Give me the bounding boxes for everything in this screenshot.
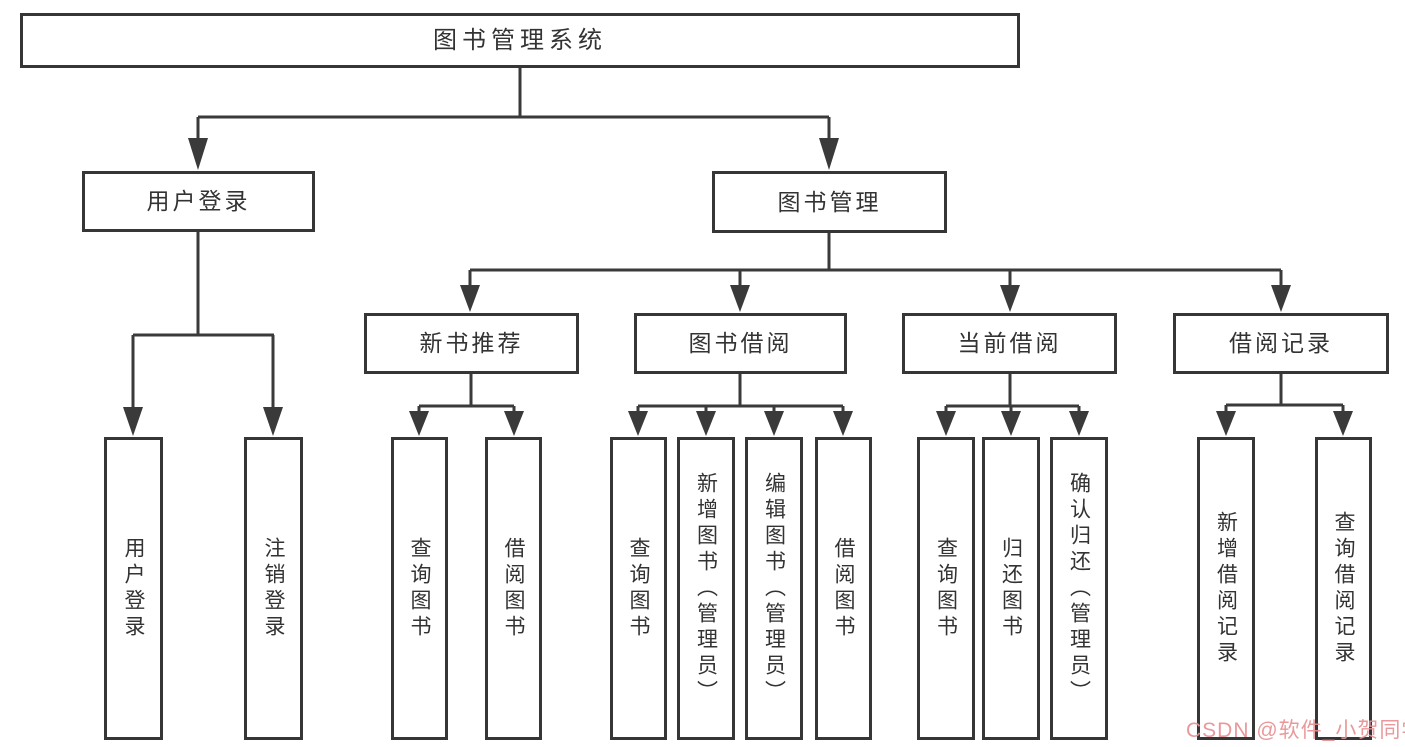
node-book-borrow-label: 图书借阅 [688, 330, 793, 356]
leaf-add-borrow-record: 新增借阅记录 [1197, 437, 1255, 740]
leaf-add-book-admin: 新增图书（管理员） [677, 437, 735, 740]
arrowhead-icon [833, 411, 853, 436]
node-root-label: 图书管理系统 [433, 26, 607, 54]
leaf-add-borrow-record-label: 新增借阅记录 [1214, 510, 1238, 667]
arrowhead-icon [1000, 285, 1020, 312]
arrowhead-icon [628, 411, 648, 436]
node-book-management: 图书管理 [712, 171, 947, 233]
node-book-borrow: 图书借阅 [634, 313, 847, 374]
leaf-edit-book-admin: 编辑图书（管理员） [745, 437, 803, 740]
leaf-query-book-3-label: 查询图书 [934, 536, 958, 641]
leaf-query-book-3: 查询图书 [917, 437, 975, 740]
arrowhead-icon [504, 411, 524, 436]
arrowhead-icon [263, 407, 283, 436]
leaf-borrow-book-1-label: 借阅图书 [502, 536, 525, 641]
arrowhead-icon [696, 411, 716, 436]
leaf-borrow-book-2-label: 借阅图书 [832, 536, 855, 641]
node-root: 图书管理系统 [20, 13, 1020, 68]
leaf-logout-label: 注销登录 [262, 536, 285, 641]
node-user-login-label: 用户登录 [146, 188, 251, 214]
arrowhead-icon [819, 138, 839, 170]
leaf-borrow-book-1: 借阅图书 [485, 437, 542, 740]
node-current-borrow: 当前借阅 [902, 313, 1117, 374]
arrowhead-icon [1216, 411, 1236, 436]
watermark-text: CSDN @软件_小贺同学 [1186, 719, 1405, 742]
leaf-edit-book-admin-label: 编辑图书（管理员） [762, 471, 786, 706]
leaf-return-book-label: 归还图书 [999, 536, 1023, 641]
arrowhead-icon [1001, 411, 1021, 436]
leaf-logout: 注销登录 [244, 437, 303, 740]
leaf-query-borrow-record-label: 查询借阅记录 [1332, 510, 1355, 667]
arrowhead-icon [1069, 411, 1089, 436]
node-book-management-label: 图书管理 [777, 188, 882, 215]
arrowhead-icon [730, 285, 750, 312]
leaf-user-login: 用户登录 [104, 437, 163, 740]
leaf-borrow-book-2: 借阅图书 [815, 437, 872, 740]
node-user-login: 用户登录 [82, 171, 315, 232]
leaf-confirm-return-admin: 确认归还（管理员） [1050, 437, 1108, 740]
arrowhead-icon [1333, 411, 1353, 436]
node-new-book-recommend-label: 新书推荐 [419, 330, 524, 356]
node-borrow-records-label: 借阅记录 [1229, 330, 1333, 356]
leaf-query-book-1: 查询图书 [391, 437, 448, 740]
leaf-add-book-admin-label: 新增图书（管理员） [694, 471, 718, 706]
arrowhead-icon [123, 407, 143, 436]
leaf-query-book-1-label: 查询图书 [408, 536, 431, 641]
node-current-borrow-label: 当前借阅 [957, 330, 1062, 356]
leaf-user-login-label: 用户登录 [122, 536, 145, 641]
arrowhead-icon [936, 411, 956, 436]
arrowhead-icon [1271, 285, 1291, 312]
arrowhead-icon [409, 411, 429, 436]
leaf-confirm-return-admin-label: 确认归还（管理员） [1067, 471, 1091, 706]
leaf-query-borrow-record: 查询借阅记录 [1315, 437, 1372, 740]
arrowhead-icon [764, 411, 784, 436]
node-borrow-records: 借阅记录 [1173, 313, 1389, 374]
arrowhead-icon [460, 285, 480, 312]
leaf-return-book: 归还图书 [982, 437, 1040, 740]
node-new-book-recommend: 新书推荐 [364, 313, 579, 374]
leaf-query-book-2: 查询图书 [610, 437, 667, 740]
arrowhead-icon [188, 138, 208, 170]
leaf-query-book-2-label: 查询图书 [627, 536, 650, 641]
